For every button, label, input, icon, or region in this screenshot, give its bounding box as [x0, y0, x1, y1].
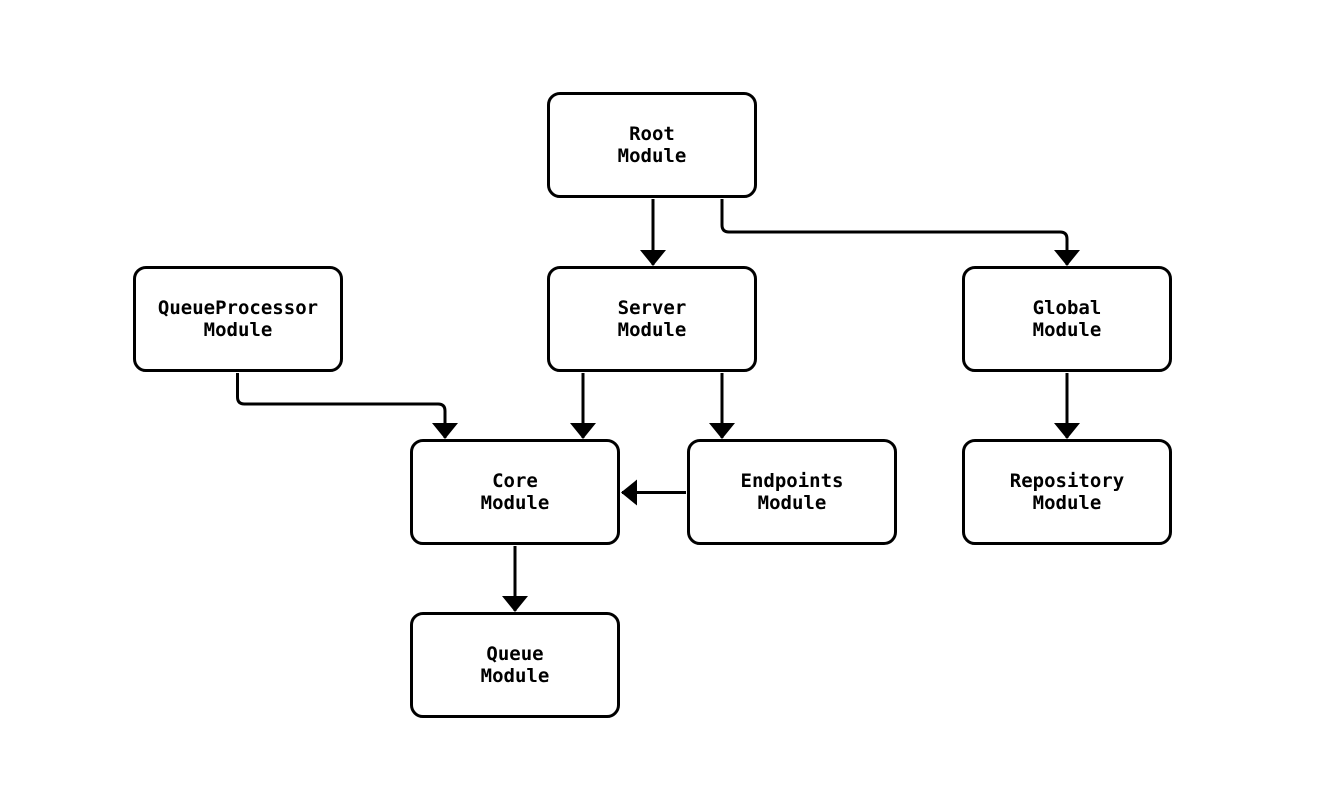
- node-label: Endpoints: [740, 470, 844, 492]
- node-label: Core: [492, 470, 538, 492]
- node-label: Server: [617, 297, 687, 319]
- node-queue-module: Queue Module: [410, 612, 620, 718]
- node-label: Module: [1032, 492, 1102, 514]
- node-label: Repository: [1009, 470, 1125, 492]
- node-root-module: Root Module: [547, 92, 757, 198]
- node-label: Module: [480, 492, 550, 514]
- node-server-module: Server Module: [547, 266, 757, 372]
- node-label: Module: [757, 492, 827, 514]
- node-label: QueueProcessor: [157, 297, 319, 319]
- node-label: Module: [480, 665, 550, 687]
- node-label: Module: [203, 319, 273, 341]
- node-label: Queue: [486, 643, 544, 665]
- node-global-module: Global Module: [962, 266, 1172, 372]
- edge-queueprocessor-to-core: [236, 373, 458, 439]
- node-endpoints-module: Endpoints Module: [687, 439, 897, 545]
- node-core-module: Core Module: [410, 439, 620, 545]
- node-label: Global: [1032, 297, 1102, 319]
- node-repository-module: Repository Module: [962, 439, 1172, 545]
- node-queueprocessor-module: QueueProcessor Module: [133, 266, 343, 372]
- node-label: Module: [617, 145, 687, 167]
- node-label: Module: [1032, 319, 1102, 341]
- node-label: Module: [617, 319, 687, 341]
- edge-root-to-global: [720, 199, 1080, 266]
- node-label: Root: [629, 123, 675, 145]
